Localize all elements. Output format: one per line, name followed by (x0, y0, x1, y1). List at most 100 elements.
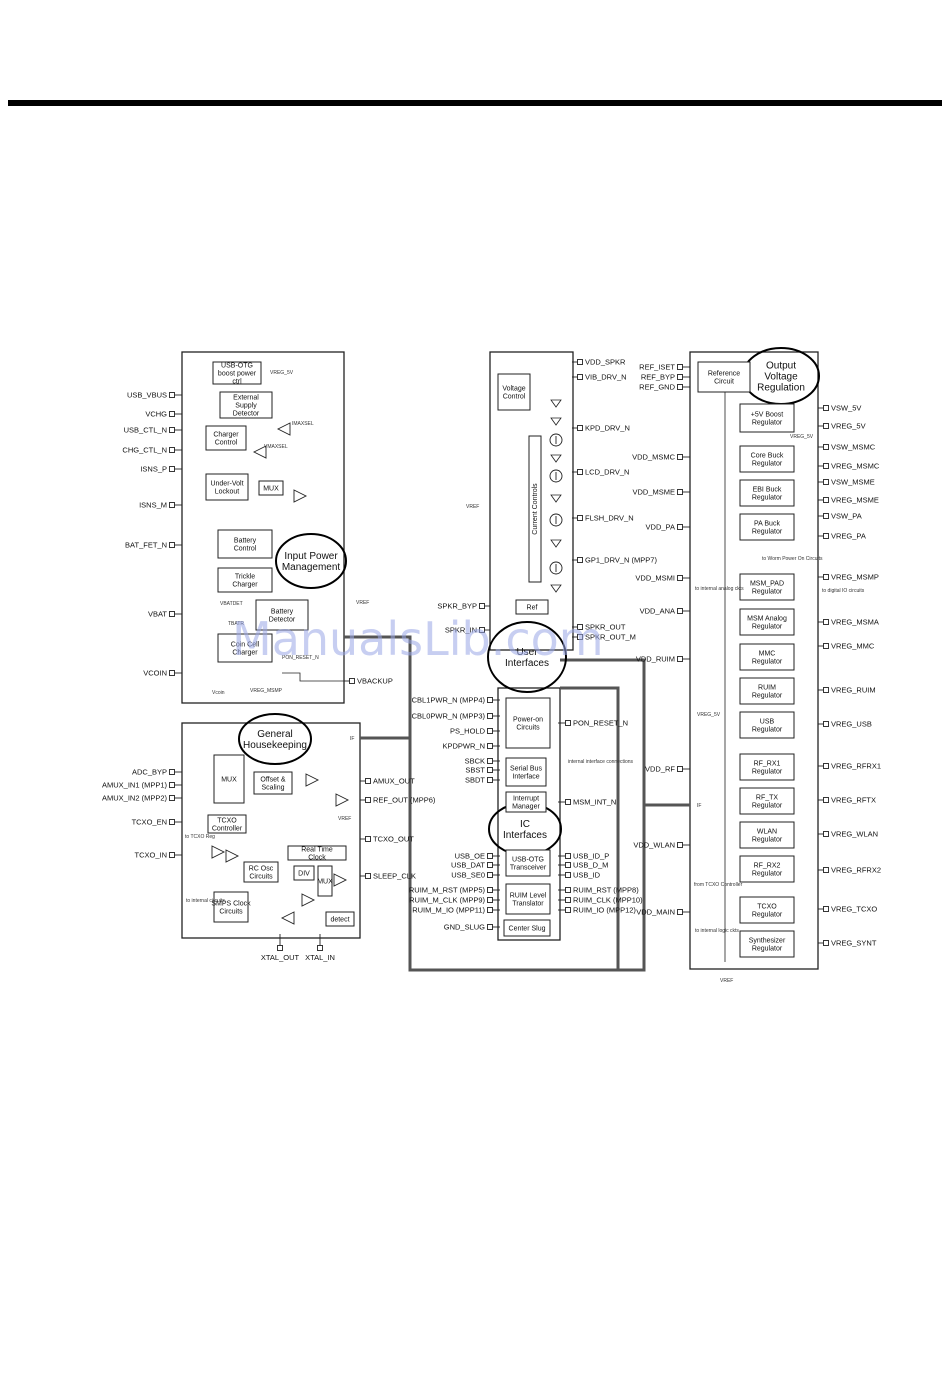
block-power-on-circuits (505, 697, 551, 749)
pin-label-cbl1pwr-n-mpp4: CBL1PWR_N (MPP4) (412, 696, 486, 705)
block-label-coin-cell-charger: Charger (232, 650, 258, 657)
pin-vreg-msme (823, 497, 829, 503)
label-vreg-5v: VREG_5V (790, 434, 814, 440)
label-vref: VREF (466, 504, 479, 510)
pin-label-ruim-rst-mpp8: RUIM_RST (MPP8) (573, 886, 639, 895)
pin-usb-id (565, 872, 571, 878)
pin-vreg-pa (823, 533, 829, 539)
pin-label-sleep-clk: SLEEP_CLK (373, 872, 416, 881)
pin-vreg-msmp (823, 574, 829, 580)
block-label-rf-rx2-regulator: Regulator (752, 871, 783, 878)
pin-layer (169, 359, 829, 962)
section-label-housekeeping: General (257, 729, 293, 740)
pin-ref-gnd (677, 384, 683, 390)
pin-label-gp1-drv-n-mpp7: GP1_DRV_N (MPP7) (585, 556, 657, 565)
pin-spkr-out-m (577, 634, 583, 640)
pin-vsw-pa (823, 513, 829, 519)
block-detect (325, 911, 355, 927)
pin-cbl0pwr-n-mpp3 (487, 713, 493, 719)
block-label-center-slug: Center Slug (509, 926, 546, 933)
pin-gp1-drv-n-mpp7 (577, 557, 583, 563)
block-label-charger-control: Control (215, 440, 238, 447)
block-label-usb-regulator: USB (760, 719, 775, 726)
pin-label-usb-dat: USB_DAT (451, 861, 485, 870)
pin-label-flsh-drv-n: FLSH_DRV_N (585, 514, 634, 523)
pin-vreg-wlan (823, 831, 829, 837)
pin-label-ps-hold: PS_HOLD (450, 727, 486, 736)
pin-label-usb-id: USB_ID (573, 871, 601, 880)
pin-label-sbck: SBCK (465, 757, 485, 766)
block-label-external-supply-detector: Detector (233, 411, 260, 418)
block-label-smps-clock-circuits: SMPS Clock (211, 901, 251, 908)
pin-label-isns-p: ISNS_P (140, 465, 167, 474)
section-label-user-interfaces: User (516, 647, 538, 658)
block-coin-cell-charger (217, 633, 273, 663)
pin-tcxo-out (365, 836, 371, 842)
block-rf-rx2-regulator (739, 855, 795, 883)
block-tcxo-regulator (739, 896, 795, 924)
amplifier-symbol (335, 793, 350, 807)
block-current-controls (528, 435, 542, 583)
block-label-voltage-control: Voltage (502, 386, 525, 393)
block-label-msm-analog-regulator: MSM Analog (747, 616, 787, 623)
pin-spkr-out (577, 624, 583, 630)
pin-label-vsw-msmc: VSW_MSMC (831, 443, 876, 452)
pin-label-ruim-m-rst-mpp5: RUIM_M_RST (MPP5) (409, 886, 486, 895)
block-label-ref: Ref (527, 605, 538, 612)
pin-label-vreg-ruim: VREG_RUIM (831, 686, 876, 695)
block-voltage-control (497, 373, 531, 411)
pin-label-vreg-msme: VREG_MSME (831, 496, 879, 505)
pin-label-msm-int-n: MSM_INT_N (573, 798, 616, 807)
block-label-div: DIV (298, 871, 310, 878)
pin-vreg-rfrx2 (823, 867, 829, 873)
block-label-rc-osc-circuits: Circuits (249, 874, 273, 881)
pin-usb-se0 (487, 872, 493, 878)
block-ruim-regulator (739, 677, 795, 705)
block-layer (205, 361, 795, 958)
pin-amux-out (365, 778, 371, 784)
pin-ref-out-mpp6 (365, 797, 371, 803)
block-label-tcxo-regulator: TCXO (757, 904, 777, 911)
pin-ruim-clk-mpp10 (565, 897, 571, 903)
block-mux (213, 754, 245, 804)
block-label-usb-otg-transceiver: Transceiver (510, 865, 547, 872)
block-label-rf-rx1-regulator: RF_RX1 (754, 761, 781, 768)
pin-label-vbat: VBAT (148, 610, 167, 619)
section-label-housekeeping: Housekeeping (243, 740, 307, 751)
label-vref: VREF (720, 978, 733, 984)
label-vmaxsel: VMAXSEL (264, 444, 288, 450)
pin-label-vreg-mmc: VREG_MMC (831, 642, 875, 651)
amplifier-symbol (276, 422, 291, 436)
block-label-ebi-buck-regulator: Regulator (752, 495, 783, 502)
block-label-battery-detector: Detector (269, 617, 296, 624)
block-usb-otg-transceiver (505, 849, 551, 877)
amplifier-symbol (211, 845, 226, 859)
pin-label-amux-in2-mpp2: AMUX_IN2 (MPP2) (102, 794, 168, 803)
block-synthesizer-regulator (739, 930, 795, 958)
pin-vdd-spkr (577, 359, 583, 365)
block-label-synthesizer-regulator: Regulator (752, 946, 783, 953)
section-label-input-power: Input Power (284, 551, 338, 562)
pin-vib-drv-n (577, 374, 583, 380)
block-label-ruim-level-translator: RUIM Level (510, 893, 547, 900)
pin-sbck (487, 758, 493, 764)
pin-label-vsw-msme: VSW_MSME (831, 478, 875, 487)
top-rule (8, 100, 942, 106)
label-imaxsel: IMAXSEL (292, 421, 314, 427)
block-label-reference-circuit: Circuit (714, 379, 734, 386)
pin-tcxo-en (169, 819, 175, 825)
pin-label-vreg-rftx: VREG_RFTX (831, 796, 876, 805)
pin-ruim-rst-mpp8 (565, 887, 571, 893)
label-to-internal-logic-ckts: to internal logic ckts (695, 928, 739, 934)
block-battery-control (217, 529, 273, 559)
block-interrupt-manager (505, 791, 547, 813)
pin-label-vreg-msma: VREG_MSMA (831, 618, 879, 627)
block-label-external-supply-detector: Supply (235, 403, 257, 410)
section-label-ic-interfaces: Interfaces (503, 830, 547, 841)
block-label-ruim-regulator: Regulator (752, 693, 783, 700)
label-vref: VREF (356, 600, 369, 606)
pin-vdd-msmi (677, 575, 683, 581)
pin-spkr-in (479, 627, 485, 633)
pin-usb-d-m (565, 862, 571, 868)
pin-label-spkr-in: SPKR_IN (445, 626, 477, 635)
